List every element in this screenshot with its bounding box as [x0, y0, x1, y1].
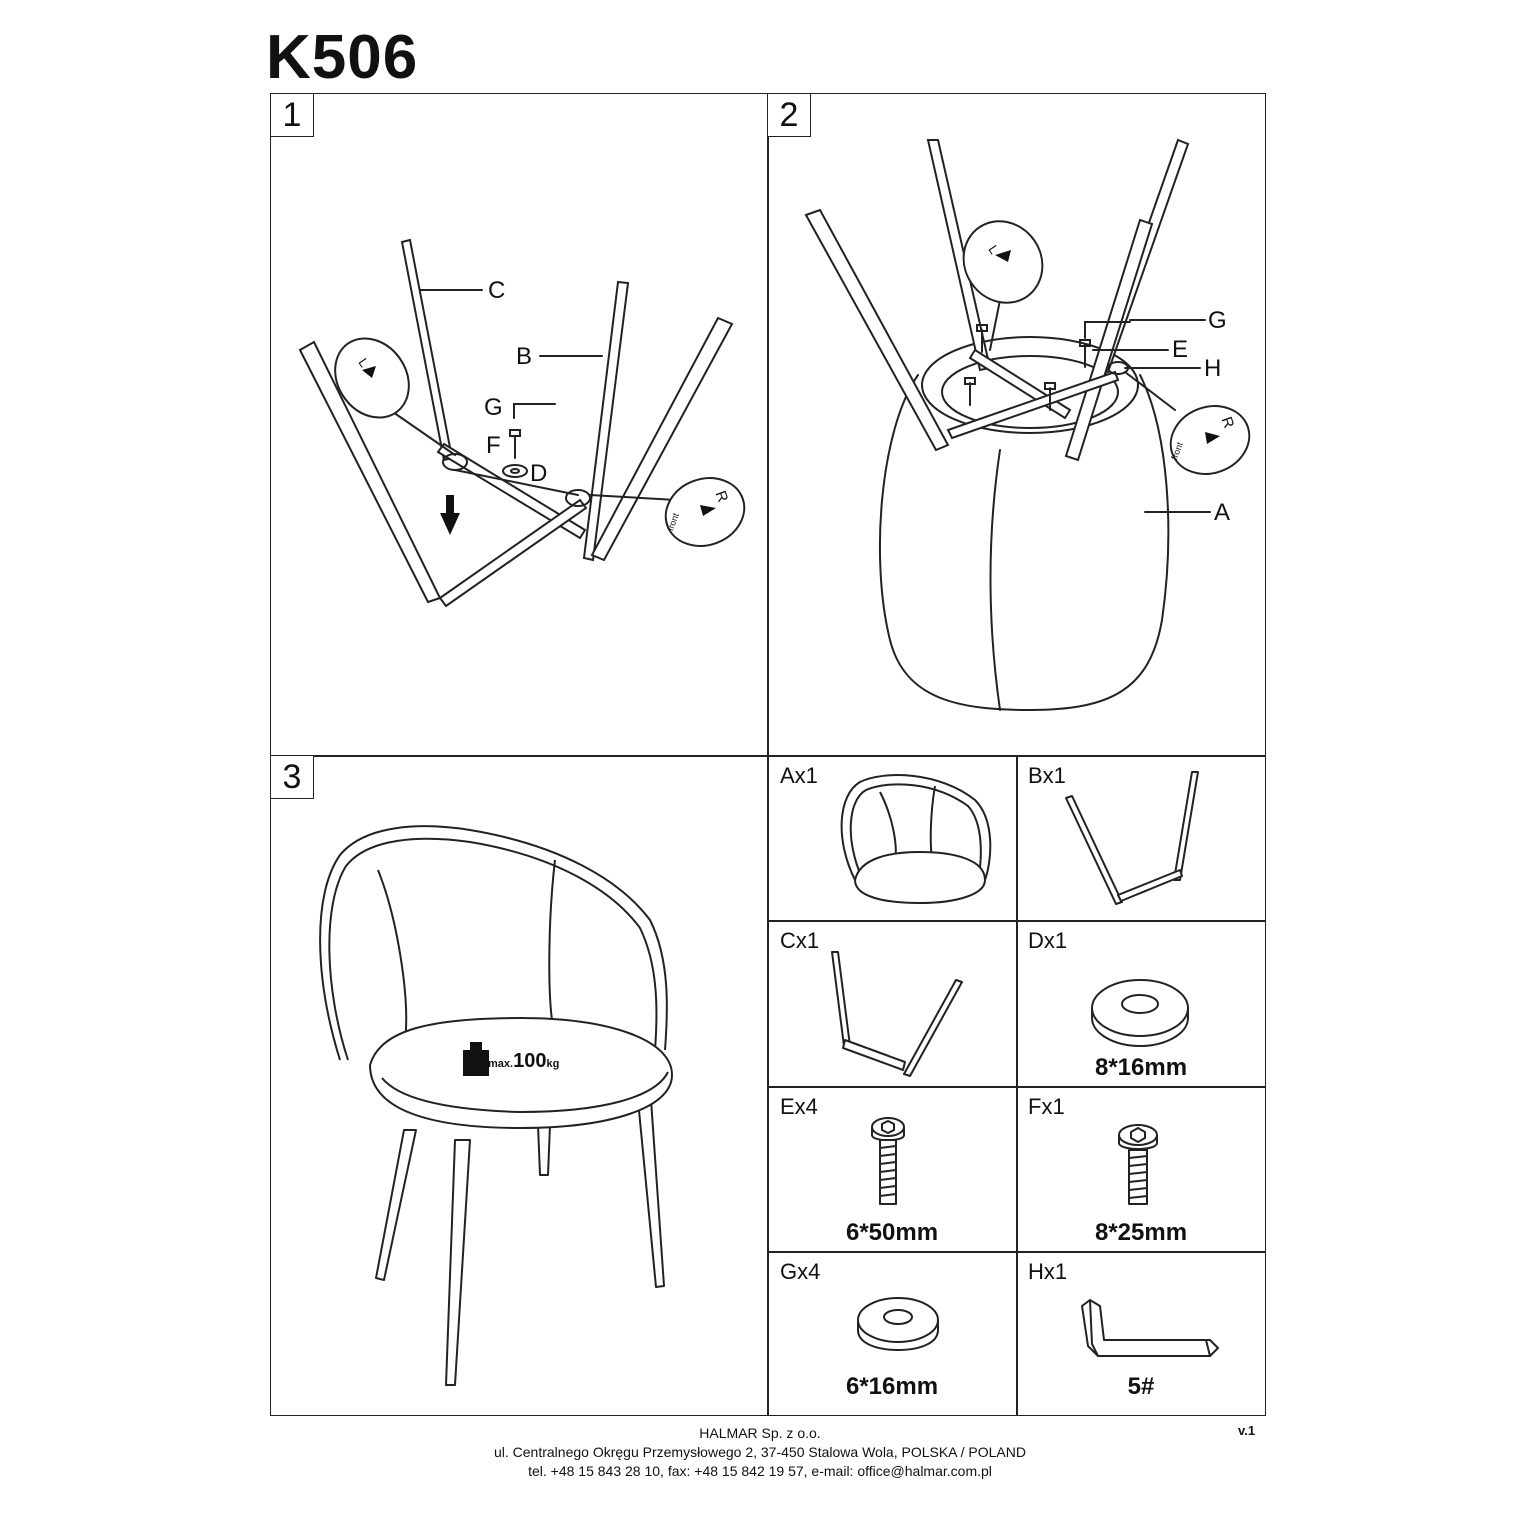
part-h-size: 5# [1127, 1373, 1155, 1400]
step-1-callout-b: B [516, 343, 533, 370]
part-c-leg-frame [831, 951, 963, 1077]
part-d-washer [1091, 979, 1189, 1047]
max-weight-label: max.100kg [488, 1050, 559, 1073]
part-h-allen-key [1081, 1299, 1219, 1357]
part-e-bolt [871, 1117, 905, 1205]
page-title: K506 [266, 23, 419, 92]
parts-divider-1 [767, 920, 1266, 922]
step-1-callout-g: G [484, 394, 503, 421]
footer-company: HALMAR Sp. z o.o. [699, 1425, 821, 1441]
step-1-callout-c: C [488, 277, 506, 304]
step-2-number: 2 [767, 93, 811, 137]
version-label: v.1 [1238, 1423, 1256, 1438]
part-a-label: Ax1 [780, 763, 818, 788]
part-f-bolt [1118, 1124, 1158, 1205]
max-weight-prefix: max. [488, 1058, 514, 1070]
parts-divider-2 [767, 1086, 1266, 1088]
part-g-washer [857, 1297, 939, 1351]
part-b-leg-frame [1065, 771, 1199, 905]
part-d-size: 8*16mm [1094, 1054, 1188, 1081]
part-f-size: 8*25mm [1094, 1219, 1188, 1246]
part-e-size: 6*50mm [845, 1219, 939, 1246]
step-2-callout-a: A [1214, 499, 1231, 526]
footer-contact: tel. +48 15 843 28 10, fax: +48 15 842 1… [528, 1463, 992, 1479]
step-1-number: 1 [270, 93, 314, 137]
step-1-callout-f: F [486, 432, 501, 459]
part-e-label: Ex4 [780, 1094, 818, 1119]
footer-address: ul. Centralnego Okręgu Przemysłowego 2, … [493, 1444, 1026, 1460]
part-c-label: Cx1 [780, 928, 820, 953]
part-h-label: Hx1 [1028, 1259, 1068, 1284]
part-g-label: Gx4 [780, 1259, 821, 1284]
grid-divider-horizontal [270, 755, 1266, 757]
max-weight-value: 100 [513, 1050, 547, 1072]
part-b-label: Bx1 [1028, 763, 1066, 788]
part-f-label: Fx1 [1028, 1094, 1065, 1119]
step-2-callout-g: G [1208, 307, 1227, 334]
max-weight-unit: kg [546, 1058, 560, 1070]
step-2-callout-e: E [1172, 336, 1189, 363]
step-2-callout-h: H [1204, 355, 1222, 382]
step-1-callout-d: D [530, 460, 548, 487]
part-d-label: Dx1 [1028, 928, 1068, 953]
parts-divider-vertical [1016, 755, 1018, 1416]
step-3-number: 3 [270, 755, 314, 799]
part-a-seat-shell [840, 774, 992, 904]
part-g-size: 6*16mm [845, 1373, 939, 1400]
parts-divider-3 [767, 1251, 1266, 1253]
grid-divider-vertical [767, 93, 769, 1416]
